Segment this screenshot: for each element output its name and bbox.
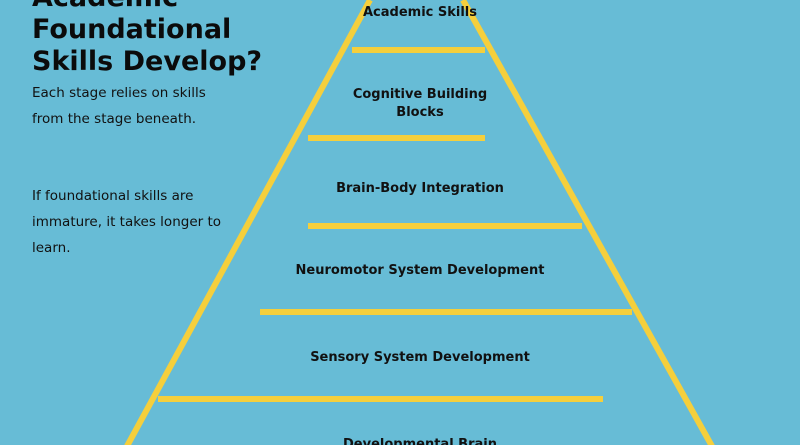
dependency-note: Each stage relies on skills from the sta… <box>32 85 206 127</box>
stage-label-neuromotor-system-development: Neuromotor System Development <box>295 263 545 278</box>
title-line-2: Foundational <box>32 14 232 45</box>
stage-label-developmental-brain: Developmental Brain <box>343 437 497 445</box>
stage-label-brain-body-integration: Brain-Body Integration <box>336 181 504 196</box>
pyramid-left-edge <box>124 0 373 445</box>
stage-label-cognitive-building-blocks: Cognitive Building Blocks <box>352 87 488 120</box>
page-title: Academic Foundational Skills Develop? <box>32 0 352 78</box>
title-line-1: Academic <box>32 0 352 14</box>
pyramid-right-edge <box>460 0 715 445</box>
stage-label-academic-skills: Academic Skills <box>362 5 477 20</box>
stage-label-sensory-system-development: Sensory System Development <box>310 350 530 365</box>
immature-skills-note: If foundational skills are immature, it … <box>32 188 222 256</box>
title-line-3: Skills Develop? <box>32 46 263 77</box>
